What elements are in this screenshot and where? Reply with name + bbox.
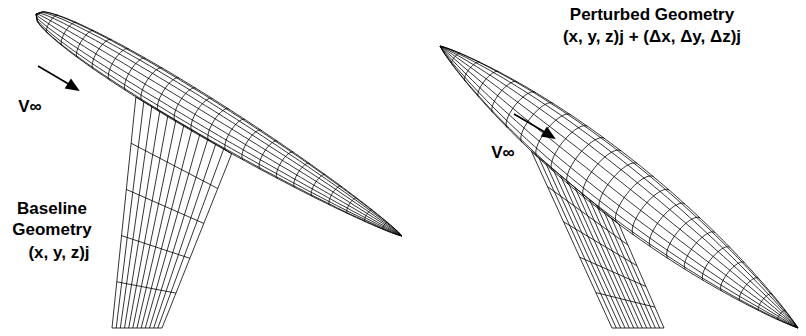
wing-chord-line	[154, 144, 216, 328]
wing-span-line	[612, 328, 664, 329]
fuselage-stringer	[36, 14, 402, 236]
freestream-arrow-line	[514, 114, 548, 134]
wing-chord-line	[531, 151, 612, 328]
wing-chord-line	[120, 106, 152, 328]
figure-label: V∞	[5, 96, 55, 117]
wing-span-line	[531, 151, 619, 224]
figure-label: Perturbed Geometry	[522, 4, 782, 25]
wing-chord-line	[546, 163, 621, 328]
fuselage-stringer	[36, 14, 402, 236]
fuselage-ring	[551, 126, 588, 171]
wing-chord-line	[553, 169, 625, 328]
wing-chord-line	[590, 200, 647, 328]
wing-chord-line	[604, 212, 655, 328]
fuselage-stringer	[440, 46, 798, 328]
fuselage-stringer	[36, 14, 402, 236]
figure-label: Baseline Geometry	[6, 198, 98, 240]
freestream-arrow-head	[66, 80, 78, 90]
freestream-arrow-head	[542, 128, 554, 138]
wing-chord-line	[597, 206, 651, 328]
wing-chord-line	[141, 130, 192, 328]
fuselage-stringer	[36, 14, 402, 236]
wing-chord-line	[137, 125, 184, 328]
freestream-arrows	[38, 66, 554, 138]
figure-label: (x, y, z)j + (Δx, Δy, Δz)j	[522, 26, 782, 47]
wing-chord-line	[129, 116, 168, 328]
fuselage-stringer	[440, 46, 798, 328]
fuselage-stringer	[36, 12, 402, 236]
fuselage-stringer	[36, 13, 402, 236]
fuselage-stringer	[36, 12, 402, 236]
wing-chord-line	[539, 157, 617, 328]
wing-span-line	[112, 328, 162, 329]
wing-span-line	[131, 143, 218, 188]
fuselage-stringer	[440, 46, 798, 328]
wing-chord-line	[560, 175, 629, 328]
fuselage-stringer	[440, 46, 798, 328]
fuselage-stringer	[440, 46, 798, 328]
wing-chord-line	[582, 194, 642, 328]
wing-span-line	[596, 293, 655, 308]
fuselage-stringer	[36, 14, 402, 236]
figure-label: (x, y, z)j	[4, 242, 114, 263]
wing-span-line	[580, 257, 646, 286]
wireframe-group	[36, 12, 798, 328]
wing-span-line	[122, 236, 190, 259]
fuselage-stringer	[36, 12, 402, 236]
wing-chord-line	[619, 224, 664, 328]
fuselage-stringer	[440, 46, 798, 328]
wing-span-line	[564, 222, 637, 266]
wing-chord-line	[612, 218, 660, 328]
figure-label: V∞	[478, 142, 528, 163]
wing-span-line	[126, 189, 204, 223]
wing-span-line	[136, 97, 232, 154]
wing-chord-line	[158, 149, 224, 328]
fuselage-stringer	[440, 46, 798, 328]
fuselage-stringer	[440, 46, 798, 328]
wing-chord-line	[568, 182, 634, 329]
fuselage-stringer	[440, 46, 798, 328]
freestream-arrow-line	[38, 66, 72, 86]
wing-span-line	[117, 282, 176, 293]
wing-chord-line	[162, 154, 232, 328]
fuselage-stringer	[440, 46, 798, 328]
wing-chord-line	[112, 97, 136, 328]
wing-chord-line	[145, 135, 199, 328]
fuselage-stringer	[36, 14, 402, 236]
